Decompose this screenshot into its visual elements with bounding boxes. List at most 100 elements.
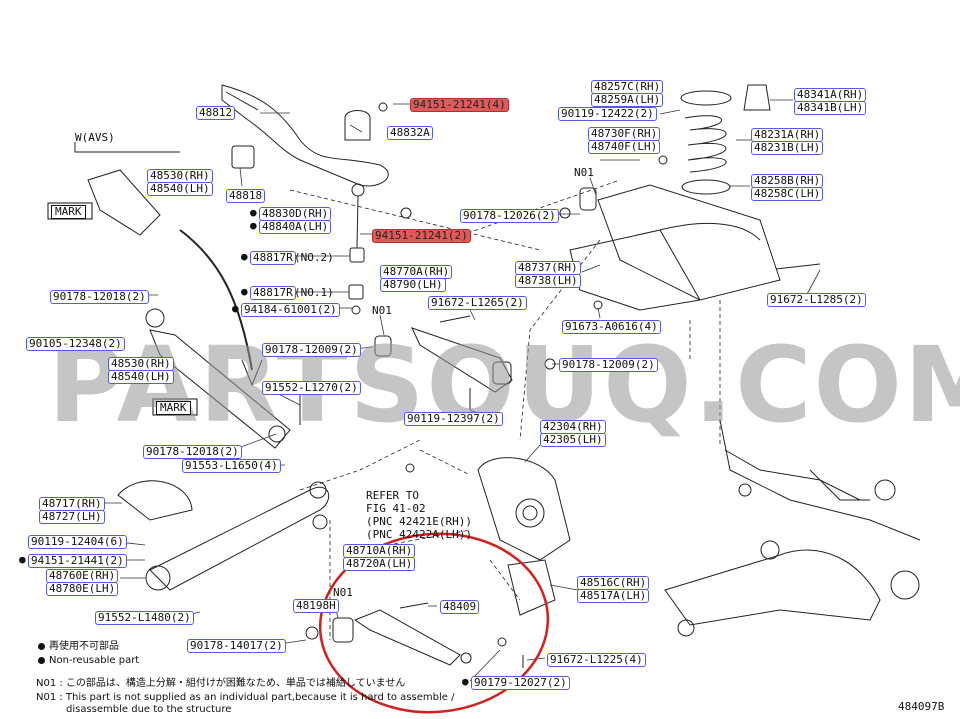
callout-91553-l1650[interactable]: 91553-L1650(4) — [182, 459, 281, 473]
callout-48830d[interactable]: 48830D(RH) — [259, 207, 332, 221]
callout-48720a[interactable]: 48720A(LH) — [343, 557, 416, 571]
callout-91552-l1480[interactable]: 91552-L1480(2) — [95, 611, 194, 625]
callout-90119-12404[interactable]: 90119-12404(6) — [28, 535, 127, 549]
callout-48341b[interactable]: 48341B(LH) — [794, 101, 867, 115]
bullet-icon — [38, 642, 45, 650]
callout-48341a[interactable]: 48341A(RH) — [794, 88, 867, 102]
callout-48710a[interactable]: 48710A(RH) — [343, 544, 416, 558]
callout-48780e[interactable]: 48780E(LH) — [46, 582, 119, 596]
callout-48738[interactable]: 48738(LH) — [515, 274, 581, 288]
callout-90105-12348[interactable]: 90105-12348(2) — [26, 337, 125, 351]
callout-48727[interactable]: 48727(LH) — [39, 510, 105, 524]
callout-90179-12027[interactable]: 90179-12027(2) — [471, 676, 570, 690]
callout-48257c[interactable]: 48257C(RH) — [591, 80, 664, 94]
label-mark-mid: MARK — [156, 401, 191, 415]
callout-91672-l1285[interactable]: 91672-L1285(2) — [767, 293, 866, 307]
callout-48832a[interactable]: 48832A — [387, 126, 433, 140]
callout-90178-12018-a[interactable]: 90178-12018(2) — [50, 290, 149, 304]
callout-48790[interactable]: 48790(LH) — [380, 278, 446, 292]
bump-stopper — [743, 84, 771, 111]
spring-seat-upper — [680, 90, 732, 106]
bracket-48516c — [507, 559, 556, 616]
callout-48737[interactable]: 48737(RH) — [515, 261, 581, 275]
callout-90178-14017[interactable]: 90178-14017(2) — [187, 639, 286, 653]
knuckle-42304 — [477, 457, 571, 561]
callout-48540-top[interactable]: 48540(LH) — [147, 182, 213, 196]
bullet-94151-21441: ● — [19, 553, 26, 566]
label-n01-left: N01 — [372, 304, 392, 317]
callout-48198h[interactable]: 48198H — [293, 599, 339, 613]
callout-48409[interactable]: 48409 — [440, 600, 480, 614]
callout-48231b[interactable]: 48231B(LH) — [751, 141, 824, 155]
callout-48760e[interactable]: 48760E(RH) — [46, 569, 119, 583]
bullet-48817r-no2: ● — [241, 250, 248, 263]
callout-90178-12018-b[interactable]: 90178-12018(2) — [143, 445, 242, 459]
callout-90178-12009-b[interactable]: 90178-12009(2) — [559, 358, 658, 372]
callout-48812[interactable]: 48812 — [196, 106, 236, 120]
callout-94184-61001[interactable]: 94184-61001(2) — [241, 303, 340, 317]
stabilizer-bar — [221, 84, 389, 187]
callout-42305[interactable]: 42305(LH) — [540, 433, 606, 447]
callout-48717[interactable]: 48717(RH) — [39, 497, 105, 511]
shock-lower-eye — [145, 308, 165, 328]
callout-48540[interactable]: 48540(LH) — [108, 370, 174, 384]
callout-90119-12422[interactable]: 90119-12422(2) — [558, 107, 657, 121]
callout-48530[interactable]: 48530(RH) — [108, 357, 174, 371]
callout-90178-12009-a[interactable]: 90178-12009(2) — [262, 343, 361, 357]
callout-48530-top[interactable]: 48530(RH) — [147, 169, 213, 183]
label-n01-bottom: N01 — [333, 586, 353, 599]
callout-94151-21441[interactable]: 94151-21441(2) — [28, 554, 127, 568]
label-mark-top: MARK — [51, 205, 86, 219]
bushing-n01-upper — [579, 187, 597, 211]
callout-48740f[interactable]: 48740F(LH) — [588, 140, 661, 154]
lower-arm-48710a — [353, 609, 461, 666]
lower-arm-48760e — [149, 487, 330, 591]
note-n01-en-2: disassemble due to the structure — [66, 704, 232, 715]
callout-90119-12397[interactable]: 90119-12397(2) — [404, 412, 503, 426]
callout-91673-a0616[interactable]: 91673-A0616(4) — [562, 320, 661, 334]
coil-spring — [684, 115, 727, 173]
callout-48516c[interactable]: 48516C(RH) — [577, 576, 650, 590]
callout-48231a[interactable]: 48231A(RH) — [751, 128, 824, 142]
bushing-48710a — [332, 617, 354, 643]
callout-48730f[interactable]: 48730F(RH) — [588, 127, 661, 141]
spring-seat-lower — [681, 179, 731, 195]
assembly-view — [664, 549, 881, 626]
highlight-circle — [318, 532, 550, 714]
callout-48258b[interactable]: 48258B(RH) — [751, 174, 824, 188]
crossmember — [569, 229, 701, 311]
lower-arm-bracket — [117, 480, 193, 521]
label-no2: (NO.2) — [294, 251, 334, 264]
refer-line-1: REFER TO — [366, 489, 419, 502]
callout-94151-21241-2[interactable]: 94151-21241(2) — [372, 229, 471, 243]
bullet-94184: ● — [232, 302, 239, 315]
callout-48770a[interactable]: 48770A(RH) — [380, 265, 453, 279]
figure-id: 484097B — [898, 700, 945, 713]
note-n01-jp: N01 : この部品は、構造上分解・組付けが困難なため、単品では補給していません — [36, 678, 406, 689]
callout-48517a[interactable]: 48517A(LH) — [577, 589, 650, 603]
callout-94151-21241-4[interactable]: 94151-21241(4) — [410, 98, 509, 112]
callout-90178-12026[interactable]: 90178-12026(2) — [460, 209, 559, 223]
callout-48259a[interactable]: 48259A(LH) — [591, 93, 664, 107]
callout-42304[interactable]: 42304(RH) — [540, 420, 606, 434]
callout-48840a[interactable]: 48840A(LH) — [259, 220, 332, 234]
label-n01-right: N01 — [574, 166, 594, 179]
callout-91672-l1225[interactable]: 91672-L1225(4) — [547, 653, 646, 667]
upper-arm — [597, 184, 781, 301]
toe-arm-48770a — [411, 327, 513, 393]
callout-48817r-no1[interactable]: 48817R — [250, 286, 296, 300]
callout-48818[interactable]: 48818 — [226, 189, 266, 203]
callout-91552-l1270[interactable]: 91552-L1270(2) — [262, 381, 361, 395]
bullet-48830d: ● — [250, 206, 257, 219]
refer-line-3: (PNC 42421E(RH)) — [366, 515, 472, 528]
callout-48817r-no2[interactable]: 48817R — [250, 251, 296, 265]
bushing-n01-mid — [374, 335, 392, 357]
shock-top-avs — [87, 169, 161, 236]
refer-line-4: (PNC 42422A(LH)) — [366, 528, 472, 541]
shock-absorber-body — [149, 329, 291, 449]
callout-48258c[interactable]: 48258C(LH) — [751, 187, 824, 201]
bushing-48818 — [231, 145, 255, 169]
callout-91672-l1265[interactable]: 91672-L1265(2) — [428, 296, 527, 310]
